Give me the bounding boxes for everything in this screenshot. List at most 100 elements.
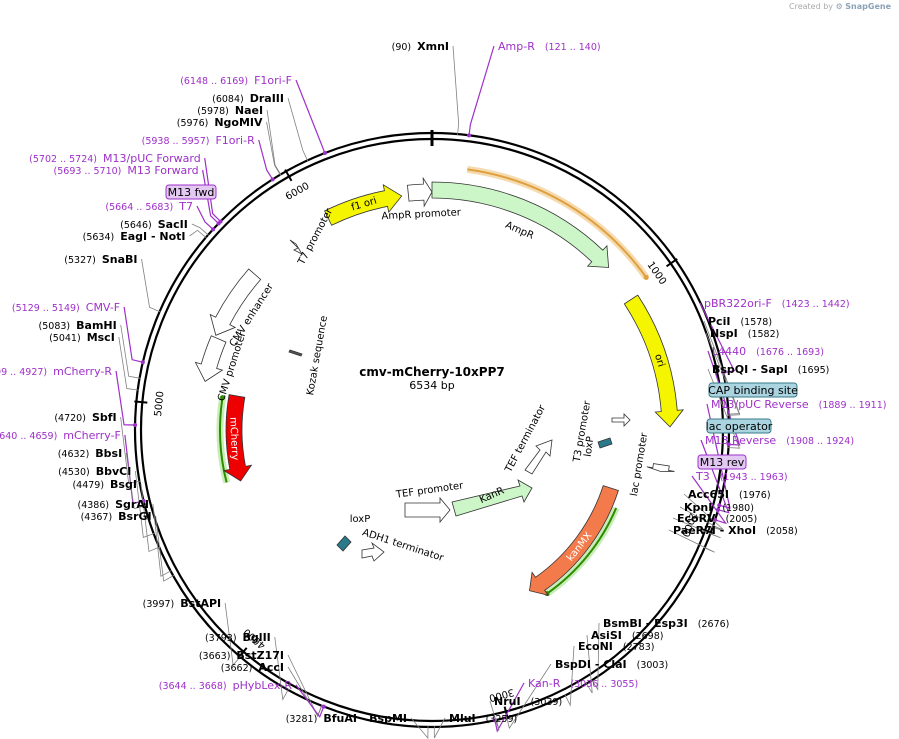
site-name-paer7i: PaeR7I - XhoI bbox=[673, 524, 756, 537]
leader-sgrai bbox=[152, 503, 172, 577]
site-m13puc-rev: M13/pUC Reverse(1889 .. 1911) bbox=[711, 398, 886, 411]
orf-arcs bbox=[216, 165, 650, 597]
site-labels: XmnI(90)DraIII(6084)NaeI(5978)NgoMIV(597… bbox=[0, 40, 886, 725]
leader-t7 bbox=[196, 205, 215, 231]
site-ngomiv: NgoMIV(5976) bbox=[177, 116, 263, 129]
site-name-dralll: DraIII bbox=[250, 92, 284, 105]
misc-marker-f1ori-f bbox=[322, 151, 327, 156]
leader-bfuai bbox=[410, 717, 429, 739]
orf-arc-1 bbox=[219, 397, 228, 483]
leader-bbvci bbox=[134, 470, 155, 538]
leader-ngomiv bbox=[266, 121, 282, 176]
site-name-t3: T3 bbox=[695, 470, 710, 483]
site-name-naei: NaeI bbox=[235, 104, 263, 117]
site-name-cmv-f: CMV-F bbox=[86, 301, 120, 314]
site-bfuai: BfuAI - BspMI (3281) bbox=[286, 712, 407, 725]
plasmid-name: cmv-mCherry-10xPP7 bbox=[359, 365, 504, 379]
site-nrui: NruI(3039) bbox=[494, 695, 562, 708]
site-leaders bbox=[115, 45, 741, 739]
feature-label-kozak-sequence: Kozak sequence bbox=[305, 315, 330, 396]
site-pos-bfuai: (3281) bbox=[286, 714, 318, 725]
site-eagi: EagI - NotI(5634) bbox=[83, 230, 186, 243]
tick-mark-3000 bbox=[503, 706, 509, 720]
tick-mark-1000 bbox=[665, 258, 678, 268]
site-pos-bbvci: (4530) bbox=[58, 467, 90, 478]
feature-label-ampr-promoter: AmpR promoter bbox=[381, 207, 462, 222]
site-pos-amp-r: (121 .. 140) bbox=[545, 42, 601, 53]
site-mcherry-f: mCherry-F(4640 .. 4659) bbox=[0, 429, 121, 442]
leader-ecorv bbox=[672, 517, 721, 539]
orf-arrowhead-1 bbox=[219, 395, 225, 401]
site-bglii: BglII(3793) bbox=[205, 631, 271, 644]
site-name-m13puc-fwd: M13/pUC Forward bbox=[103, 152, 201, 165]
leader-bsrgi bbox=[155, 515, 175, 582]
site-pos-mcherry-r: (4909 .. 4927) bbox=[0, 367, 47, 378]
site-name-ngomiv: NgoMIV bbox=[214, 116, 263, 129]
site-m13puc-fwd: M13/pUC Forward(5702 .. 5724) bbox=[29, 152, 201, 165]
site-pos-bspdi: (3003) bbox=[637, 660, 669, 671]
site-acci: AccI(3662) bbox=[221, 661, 284, 674]
box-label-cap-site: CAP binding site bbox=[708, 384, 798, 397]
site-name-f1ori-f: F1ori-F bbox=[254, 74, 292, 87]
site-msci: MscI(5041) bbox=[49, 331, 115, 344]
feature-label-ampr: AmpR bbox=[503, 220, 535, 242]
tick-mark-6000 bbox=[284, 169, 293, 182]
feature-ampr-promoter bbox=[407, 176, 433, 208]
site-name-mlui: MluI bbox=[449, 712, 476, 725]
site-sbfi: SbfI(4720) bbox=[54, 411, 116, 424]
site-pos-mlui: (3259) bbox=[486, 714, 518, 725]
site-pos-sgrai: (4386) bbox=[78, 500, 110, 511]
site-amp-r: Amp-R (121 .. 140) bbox=[498, 40, 601, 53]
site-name-pcii: PciI bbox=[708, 315, 730, 328]
site-name-bglii: BglII bbox=[243, 631, 271, 644]
misc-marker-cmv-f bbox=[140, 360, 145, 365]
leader-cmv-f bbox=[123, 306, 144, 364]
misc-marker-f1ori-r bbox=[270, 177, 275, 182]
box-label-m13-fwd-box: M13 fwd bbox=[168, 186, 215, 199]
site-f1ori-f: F1ori-F (6148 .. 6169) bbox=[180, 74, 292, 87]
site-bsmbi: BsmBI - Esp3I (2676) bbox=[603, 617, 729, 630]
site-name-bfuai: BfuAI - BspMI bbox=[323, 712, 407, 725]
leader-bbsi bbox=[125, 452, 146, 510]
leader-nrui bbox=[489, 700, 500, 731]
site-pos-t3: (1943 .. 1963) bbox=[720, 472, 788, 483]
feature-label-t7-promoter: T7 promoter bbox=[296, 206, 336, 268]
site-name-m13puc-rev: M13/pUC Reverse bbox=[711, 398, 809, 411]
site-bbvci: BbvCI (4530) bbox=[58, 465, 131, 478]
site-name-amp-r: Amp-R bbox=[498, 40, 535, 53]
site-name-bspqi: BspQI - SapI bbox=[712, 363, 788, 376]
leader-mcherry-r bbox=[115, 370, 137, 426]
credit-brand: SnapGene bbox=[845, 2, 891, 11]
site-name-bsmbi: BsmBI - Esp3I bbox=[603, 617, 688, 630]
site-pos-nrui: (3039) bbox=[531, 697, 563, 708]
site-name-nspi: NspI bbox=[710, 327, 738, 340]
credit-prefix: Created by bbox=[789, 2, 834, 11]
feature-loxp-right bbox=[597, 437, 613, 449]
site-pos-m13-rev: (1908 .. 1924) bbox=[786, 436, 854, 447]
site-pos-bsmbi: (2676) bbox=[698, 619, 730, 630]
site-pos-bsrgi: (4367) bbox=[81, 512, 113, 523]
site-bsgi: BsgI(4479) bbox=[72, 478, 137, 491]
site-bspqi: BspQI - SapI(1695) bbox=[712, 363, 829, 376]
box-label-m13-rev-box: M13 rev bbox=[700, 456, 745, 469]
site-snabi: SnaBI(5327) bbox=[64, 253, 137, 266]
site-dralll: DraIII(6084) bbox=[212, 92, 284, 105]
site-pos-f1ori-f: (6148 .. 6169) bbox=[180, 76, 248, 87]
box-bg-m13-fwd-box bbox=[165, 184, 217, 200]
site-name-snabi: SnaBI bbox=[102, 253, 138, 266]
box-m13-rev-box: M13 rev bbox=[697, 454, 747, 470]
leader-naei bbox=[266, 109, 282, 176]
site-name-sbfi: SbfI bbox=[92, 411, 117, 424]
box-label-lac-operator: lac operator bbox=[706, 420, 773, 433]
feature-mcherry bbox=[222, 394, 253, 482]
site-pos-kan-r: (3036 .. 3055) bbox=[570, 679, 638, 690]
snapgene-credit: Created by ⚙ SnapGene bbox=[789, 2, 891, 11]
site-pos-bsgi: (4479) bbox=[72, 480, 104, 491]
feature-label-ori: ori bbox=[652, 353, 666, 369]
leader-f1ori-r bbox=[258, 139, 274, 181]
site-name-bbvci: BbvCI bbox=[96, 465, 132, 478]
misc-marker-amp-r bbox=[467, 133, 472, 138]
feature-t3-promoter bbox=[611, 413, 631, 427]
site-pos-acc65i: (1976) bbox=[739, 490, 771, 501]
